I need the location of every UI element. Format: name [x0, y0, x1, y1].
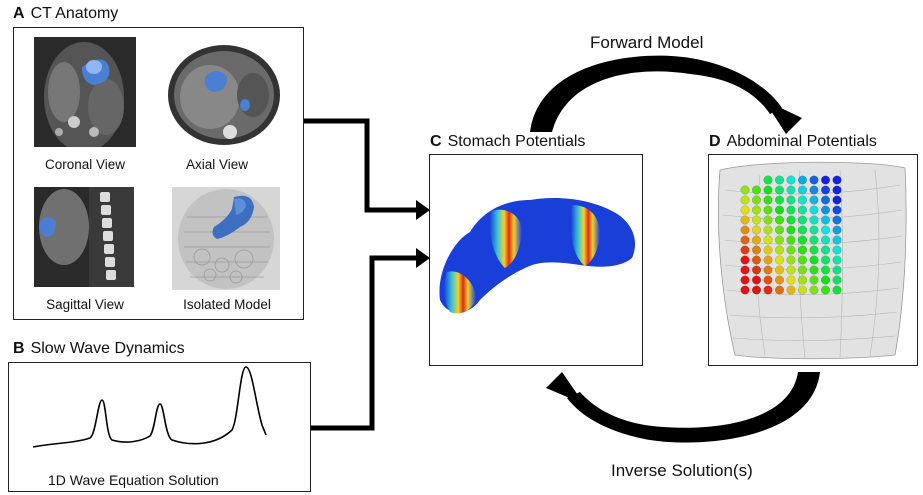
coronal-ct-image: [34, 37, 136, 147]
sagittal-ct-image: [34, 187, 134, 287]
arrowhead-a: [416, 200, 430, 220]
panel-c-title: C Stomach Potentials: [430, 133, 585, 151]
axial-ct-image: [165, 37, 283, 147]
panel-d-title-text: Abdominal Potentials: [726, 133, 877, 150]
panel-a-title: A CT Anatomy: [13, 5, 118, 23]
panel-c-title-text: Stomach Potentials: [447, 133, 586, 150]
panel-b-letter: B: [13, 340, 25, 357]
abdominal-potentials-panel: [708, 154, 918, 366]
panel-b-title-text: Slow Wave Dynamics: [30, 340, 185, 357]
forward-model-label: Forward Model: [590, 33, 704, 52]
sagittal-view-label: Sagittal View: [46, 297, 124, 312]
isolated-model-label: Isolated Model: [183, 297, 271, 312]
panel-c-letter: C: [430, 133, 442, 150]
panel-a-title-text: CT Anatomy: [30, 5, 119, 22]
stomach-potentials-panel: [429, 154, 643, 366]
panel-d-title: D Abdominal Potentials: [709, 133, 877, 151]
coronal-view-label: Coronal View: [44, 157, 126, 172]
wave-equation-caption: 1D Wave Equation Solution: [48, 472, 219, 488]
panel-d-letter: D: [709, 133, 721, 150]
panel-a-letter: A: [13, 5, 25, 22]
isolated-model-image: [172, 187, 280, 290]
axial-view-label: Axial View: [185, 157, 249, 172]
arrowhead-b: [416, 248, 430, 268]
panel-b-title: B Slow Wave Dynamics: [13, 340, 185, 358]
inverse-solution-label: Inverse Solution(s): [611, 461, 753, 480]
